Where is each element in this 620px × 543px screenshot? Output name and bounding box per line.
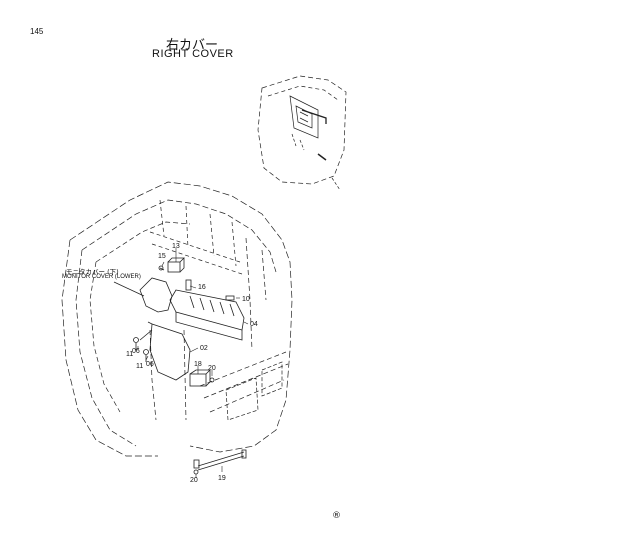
part-label: 10	[242, 296, 250, 303]
part-label: 19	[218, 475, 226, 482]
part-label: 06	[146, 361, 154, 368]
part-label: 06	[132, 348, 140, 355]
callout-note-en: MONITOR COVER (LOWER)	[62, 274, 141, 280]
part-label: 16	[198, 284, 206, 291]
screws	[133, 337, 149, 362]
cab-outline	[61, 181, 293, 457]
leader-lines	[137, 248, 249, 478]
small-parts	[158, 257, 235, 301]
title-japanese: 右カバー	[166, 38, 219, 53]
part-labels: 13 15 16 10 04 02 06 11 11 06 18 20 20 1…	[126, 243, 258, 484]
part-label: 04	[250, 321, 258, 328]
monitor-cover-lower	[113, 277, 173, 313]
part-label: 18	[194, 361, 202, 368]
part-label: 11	[126, 351, 133, 358]
rod-19	[193, 449, 247, 475]
cover-02	[139, 321, 191, 381]
part-label: 13	[172, 243, 180, 250]
part-label: 20	[190, 477, 198, 484]
page-number: 145	[30, 27, 44, 36]
inset-view	[257, 75, 347, 191]
panel-04	[169, 289, 245, 341]
part-label: 11	[136, 363, 143, 370]
corner-mark: ®	[332, 511, 341, 521]
part-label: 02	[200, 345, 208, 352]
callout-note-jp: モニタカバー (下)	[66, 268, 119, 276]
title-english: RIGHT COVER	[152, 48, 234, 60]
bracket-18	[189, 369, 215, 387]
part-label: 20	[208, 365, 216, 372]
part-label: 15	[158, 253, 166, 260]
